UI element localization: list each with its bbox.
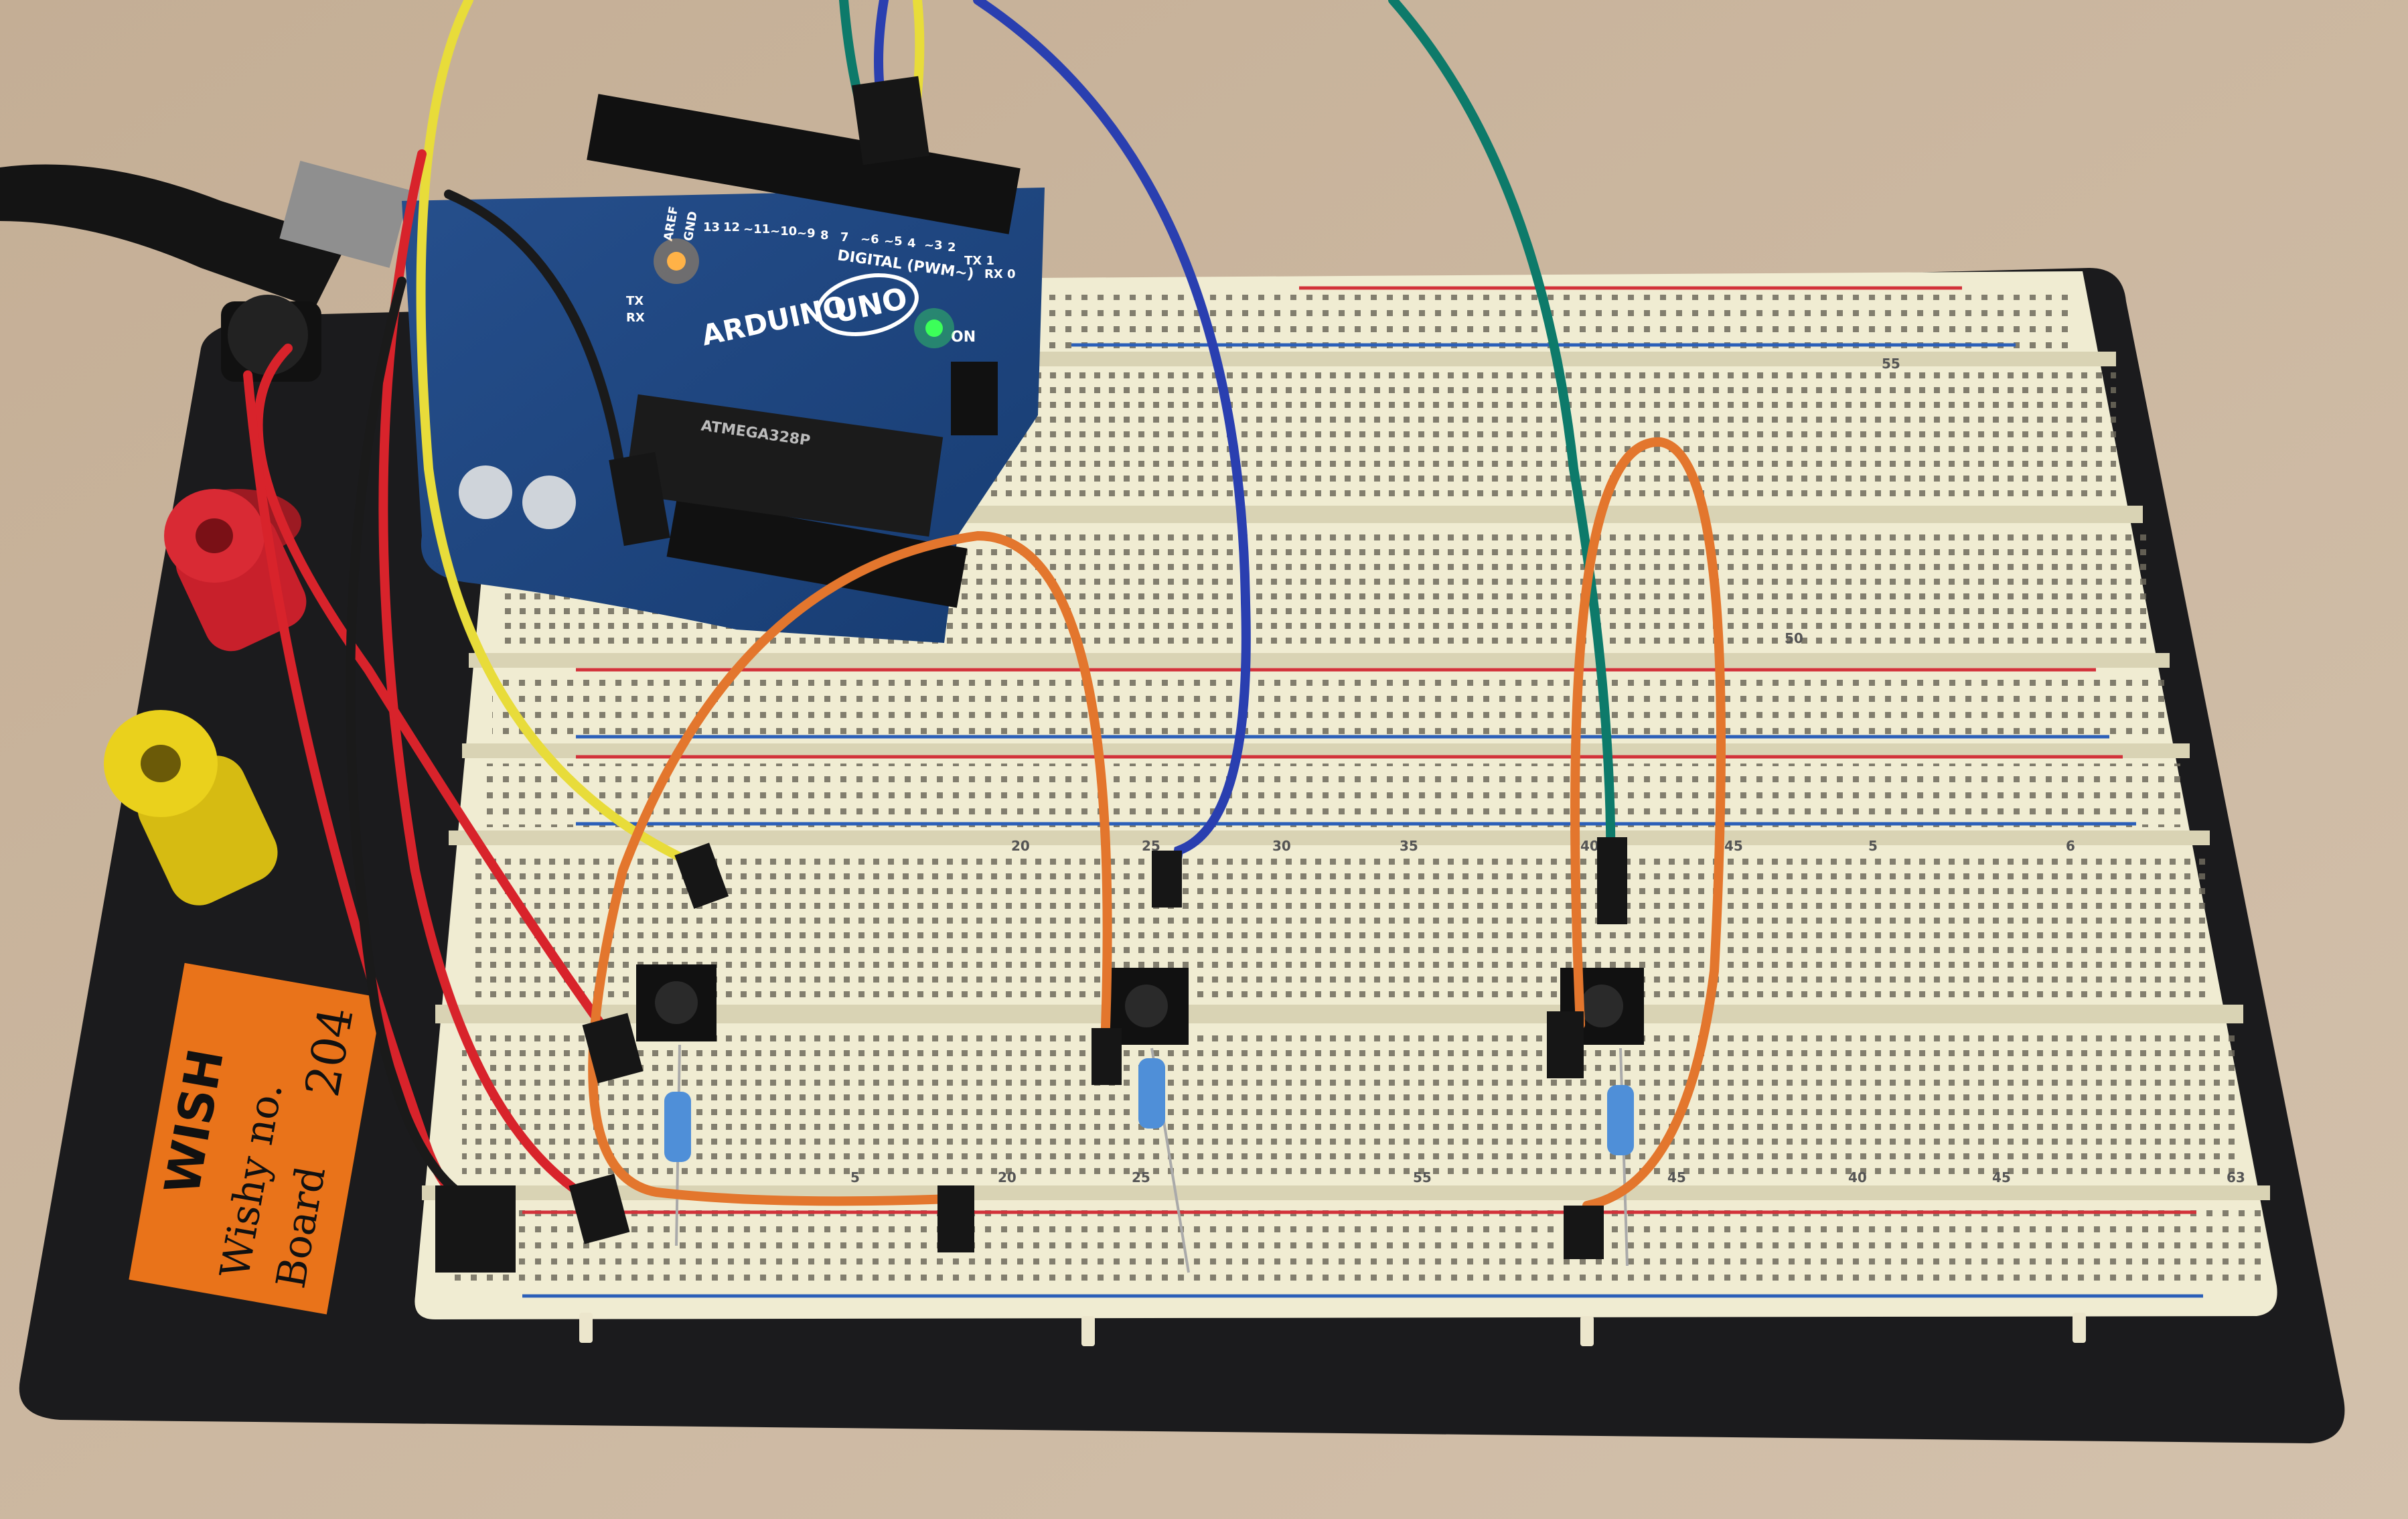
pin-number: ~11 [743, 222, 770, 236]
pin-number: ~6 [860, 232, 879, 246]
col-number: 55 [1882, 356, 1900, 372]
pin-number: ~9 [797, 226, 816, 240]
resistor-2 [1138, 1047, 1190, 1273]
row-number: 20 [998, 1169, 1017, 1185]
wire-blue [973, 0, 1251, 895]
power-rail-lines [522, 286, 2203, 1298]
wire-green [1388, 0, 1616, 889]
resistor-1 [664, 1044, 691, 1246]
col-number: 5 [1868, 838, 1878, 854]
row-number: 45 [1667, 1169, 1686, 1185]
pin-number: 7 [840, 230, 849, 244]
power-jack-knob [228, 295, 308, 375]
row-number: 5 [850, 1169, 860, 1185]
pin-number: 8 [820, 228, 829, 242]
pin-number: 2 [948, 240, 956, 255]
atmega-chip [623, 394, 944, 537]
usb-cable [0, 161, 410, 308]
pin-number: 13 [703, 220, 720, 234]
pin-number: ~3 [924, 238, 943, 252]
uno-badge [816, 273, 919, 336]
column-numbers: 55 50 20 25 30 35 40 45 5 6 5 20 25 55 4… [850, 356, 2245, 1185]
wire-red-2 [253, 344, 621, 1050]
tx-label: TX [626, 294, 644, 308]
power-header [666, 497, 968, 608]
digital-header [587, 94, 1021, 234]
row-number: 40 [1848, 1169, 1867, 1185]
led-l [667, 252, 686, 271]
row-number: 45 [1992, 1169, 2011, 1185]
wire-black [346, 190, 627, 1210]
pin-number: ~5 [884, 234, 903, 248]
binding-post-yellow [104, 710, 278, 906]
capacitor [522, 476, 576, 529]
pushbutton-1 [636, 964, 717, 1041]
pin-numbers: 13 12 ~11 ~10 ~9 8 7 ~6 ~5 4 ~3 2 TX 1 R… [703, 220, 1016, 281]
col-number: 35 [1400, 838, 1418, 854]
col-number: 50 [1785, 630, 1803, 646]
board-label: WISH Wishy no. Board 204 [129, 962, 383, 1315]
wire-orange-1 [588, 530, 1112, 1206]
col-number: 30 [1272, 838, 1291, 854]
row-number: 55 [1413, 1169, 1432, 1185]
pin-number: TX 1 [964, 254, 994, 268]
col-number: 40 [1580, 838, 1599, 854]
rx-label: RX [626, 311, 645, 325]
col-number: 45 [1724, 838, 1743, 854]
wire-connectors [435, 76, 1627, 1273]
led-on-glow [914, 308, 954, 348]
wire-yellow [416, 0, 714, 875]
col-number: 20 [1011, 838, 1030, 854]
resistor-3 [1607, 1047, 1634, 1267]
pushbutton-2 [1105, 968, 1189, 1045]
row-number: 25 [1132, 1169, 1150, 1185]
capacitor [459, 465, 512, 519]
pin-number: ~10 [770, 224, 797, 238]
jumper-wires [243, 0, 1726, 1213]
icsp-header [951, 362, 998, 435]
pin-number: 12 [723, 220, 740, 234]
col-number: 6 [2066, 838, 2075, 854]
led-l-glow [654, 238, 699, 284]
wire-orange-2 [1570, 437, 1726, 1210]
pin-number: RX 0 [984, 267, 1016, 281]
on-label: ON [951, 329, 976, 346]
row-number: 63 [2227, 1169, 2245, 1185]
pin-number: 4 [907, 236, 916, 250]
led-on [925, 319, 943, 337]
breadboard-feet [579, 1313, 2086, 1346]
